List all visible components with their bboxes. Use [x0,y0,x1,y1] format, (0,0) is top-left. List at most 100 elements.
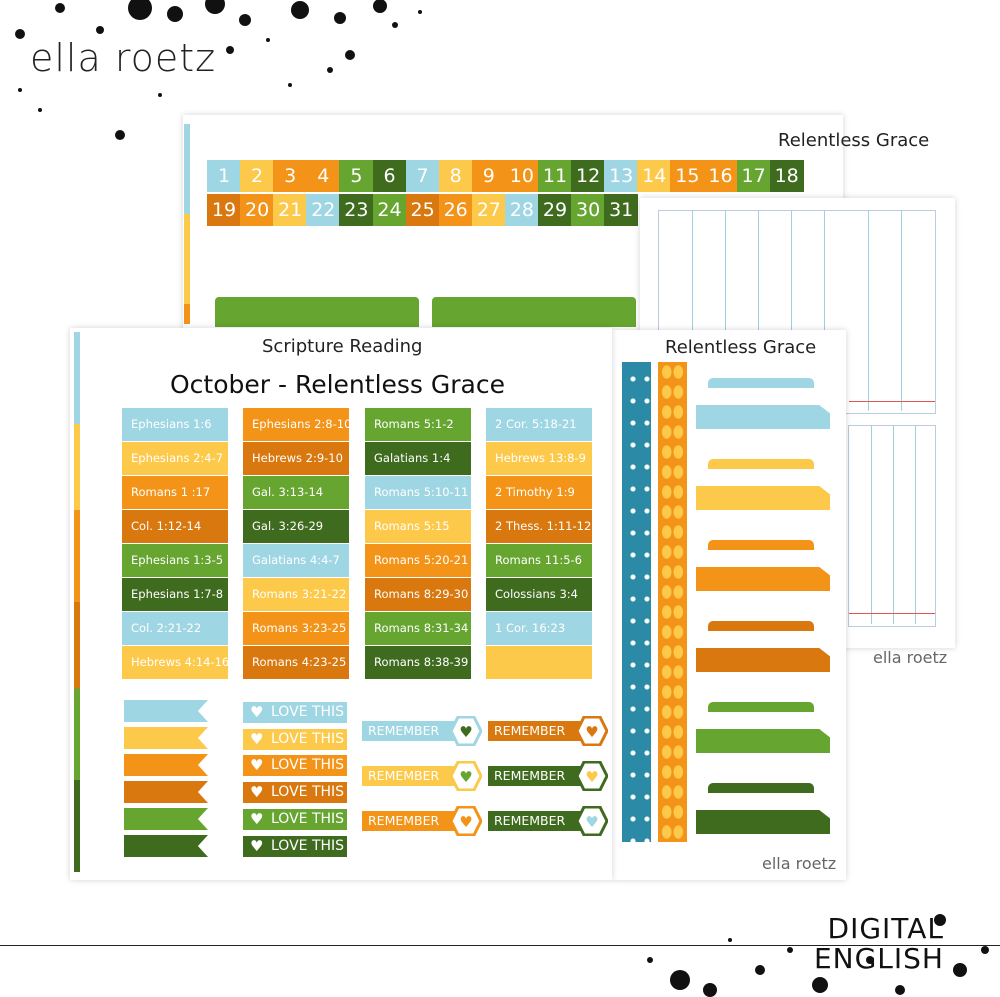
love-this-label: LOVE THIS [271,730,345,747]
scripture-verse-cell: Romans 11:5-6 [486,544,592,577]
scripture-verse-cell: Ephesians 2:4-7 [122,442,228,475]
love-this-label: LOVE THIS [271,784,345,801]
calendar-day: 23 [339,194,374,226]
love-this-label: LOVE THIS [271,810,345,827]
digital-logo-line2: ENGLISH [813,942,944,975]
scripture-verse-cell: Hebrews 13:8-9 [486,442,592,475]
hexagon-heart-icon: ♥ [449,715,483,747]
scripture-verse-cell: Col. 1:12-14 [122,510,228,543]
lined-notes-bottom [848,425,936,627]
calendar-day: 10 [504,160,539,192]
scripture-verse-cell: Col. 2:21-22 [122,612,228,645]
scripture-verse-cell: Romans 5:10-11 [365,476,471,509]
hexagon-heart-icon: ♥ [449,760,483,792]
calendar-day: 28 [504,194,539,226]
remember-label: REMEMBER [488,811,584,831]
scripture-verse-cell: Ephesians 1:6 [122,408,228,441]
scripture-verse-cell: Colossians 3:4 [486,578,592,611]
scripture-verse-cell: Hebrews 2:9-10 [243,442,349,475]
page-tab-bottom [696,729,830,753]
right-sheet-signature: ella roetz [762,854,837,873]
scripture-verse-cell: Romans 8:31-34 [365,612,471,645]
digital-logo-line1: DIGITAL [827,912,944,945]
svg-text:♥: ♥ [459,813,472,831]
svg-text:♥: ♥ [459,768,472,786]
calendar-day: 26 [438,194,473,226]
footer-rule [0,945,1000,946]
calendar-day: 30 [571,194,606,226]
hexagon-heart-icon: ♥ [575,760,609,792]
flag-sticker [124,754,208,776]
flag-sticker [124,808,208,830]
front-sheet-color-strip [74,332,80,872]
love-this-sticker: ♥LOVE THIS [243,835,347,857]
scripture-verse-cell: 2 Timothy 1:9 [486,476,592,509]
page-tab-bottom [696,810,830,834]
hexagon-heart-icon: ♥ [449,805,483,837]
calendar-day: 19 [207,194,241,226]
remember-sticker: REMEMBER♥ [362,715,483,747]
leaf-washi-strip [658,362,687,842]
calendar-day: 7 [405,160,440,192]
svg-text:♥: ♥ [585,723,598,741]
scripture-verse-cell: Ephesians 1:7-8 [122,578,228,611]
calendar-day: 11 [538,160,572,192]
calendar-day: 22 [306,194,341,226]
love-this-sticker: ♥ LOVE THIS [243,728,347,750]
calendar-day: 1 [207,160,241,192]
heart-icon: ♥ [250,729,264,748]
calendar-day: 21 [273,194,308,226]
ink-splatter-bottom [647,914,989,997]
back-label-left [215,297,419,327]
calendar-day: 24 [372,194,407,226]
page-tab-bottom [696,405,830,429]
heart-icon: ♥ [250,756,264,775]
ink-splatter-top [15,0,422,140]
back-sheet-color-strip [184,124,190,324]
scripture-verse-cell: Ephesians 1:3-5 [122,544,228,577]
flag-sticker [124,781,208,803]
scripture-verse-cell: Romans 4:23-25 [243,646,349,679]
calendar-day: 5 [339,160,374,192]
remember-sticker: REMEMBER♥ [488,715,609,747]
calendar-day: 4 [306,160,341,192]
remember-label: REMEMBER [362,721,458,741]
calendar-day: 9 [471,160,506,192]
calendar-day: 16 [703,160,738,192]
scripture-verse-cell: Galatians 1:4 [365,442,471,475]
scripture-verse-cell: Romans 8:38-39 [365,646,471,679]
love-this-sticker: ♥LOVE THIS [243,702,347,723]
page-tab-bottom [696,567,830,591]
calendar-day: 6 [372,160,407,192]
page-tab-bottom [696,648,830,672]
heart-icon: ♥ [250,783,264,802]
love-this-label: LOVE THIS [271,757,345,774]
calendar-day: 29 [538,194,572,226]
scripture-verse-cell: Galatians 4:4-7 [243,544,349,577]
page-tab-top [708,540,814,550]
calendar-day: 25 [405,194,440,226]
section-title: Scripture Reading [262,336,423,357]
hexagon-heart-icon: ♥ [575,805,609,837]
calendar-day: 17 [736,160,771,192]
svg-text:♥: ♥ [459,723,472,741]
page-tab-top [708,378,814,388]
remember-label: REMEMBER [488,721,584,741]
scripture-verse-cell: Hebrews 4:14-16 [122,646,229,679]
remember-sticker: REMEMBER♥ [362,760,483,792]
flag-sticker [124,700,208,722]
back-sheet-title: Relentless Grace [778,130,930,151]
flag-sticker [124,835,208,857]
scripture-verse-cell: Romans 5:15 [365,510,471,543]
digital-english-logo: DIGITAL ENGLISH [814,914,944,974]
scripture-verse-cell: Romans 5:20-21 [365,544,471,577]
heart-icon: ♥ [250,703,264,721]
scripture-verse-cell: Romans 5:1-2 [365,408,471,441]
far-right-signature: ella roetz [873,648,948,667]
scripture-verse-cell: Romans 1 :17 [122,476,228,509]
calendar-day: 15 [670,160,705,192]
calendar-day: 14 [637,160,672,192]
remember-sticker: REMEMBER♥ [488,760,609,792]
calendar-day: 3 [273,160,308,192]
heart-icon: ♥ [250,809,264,828]
